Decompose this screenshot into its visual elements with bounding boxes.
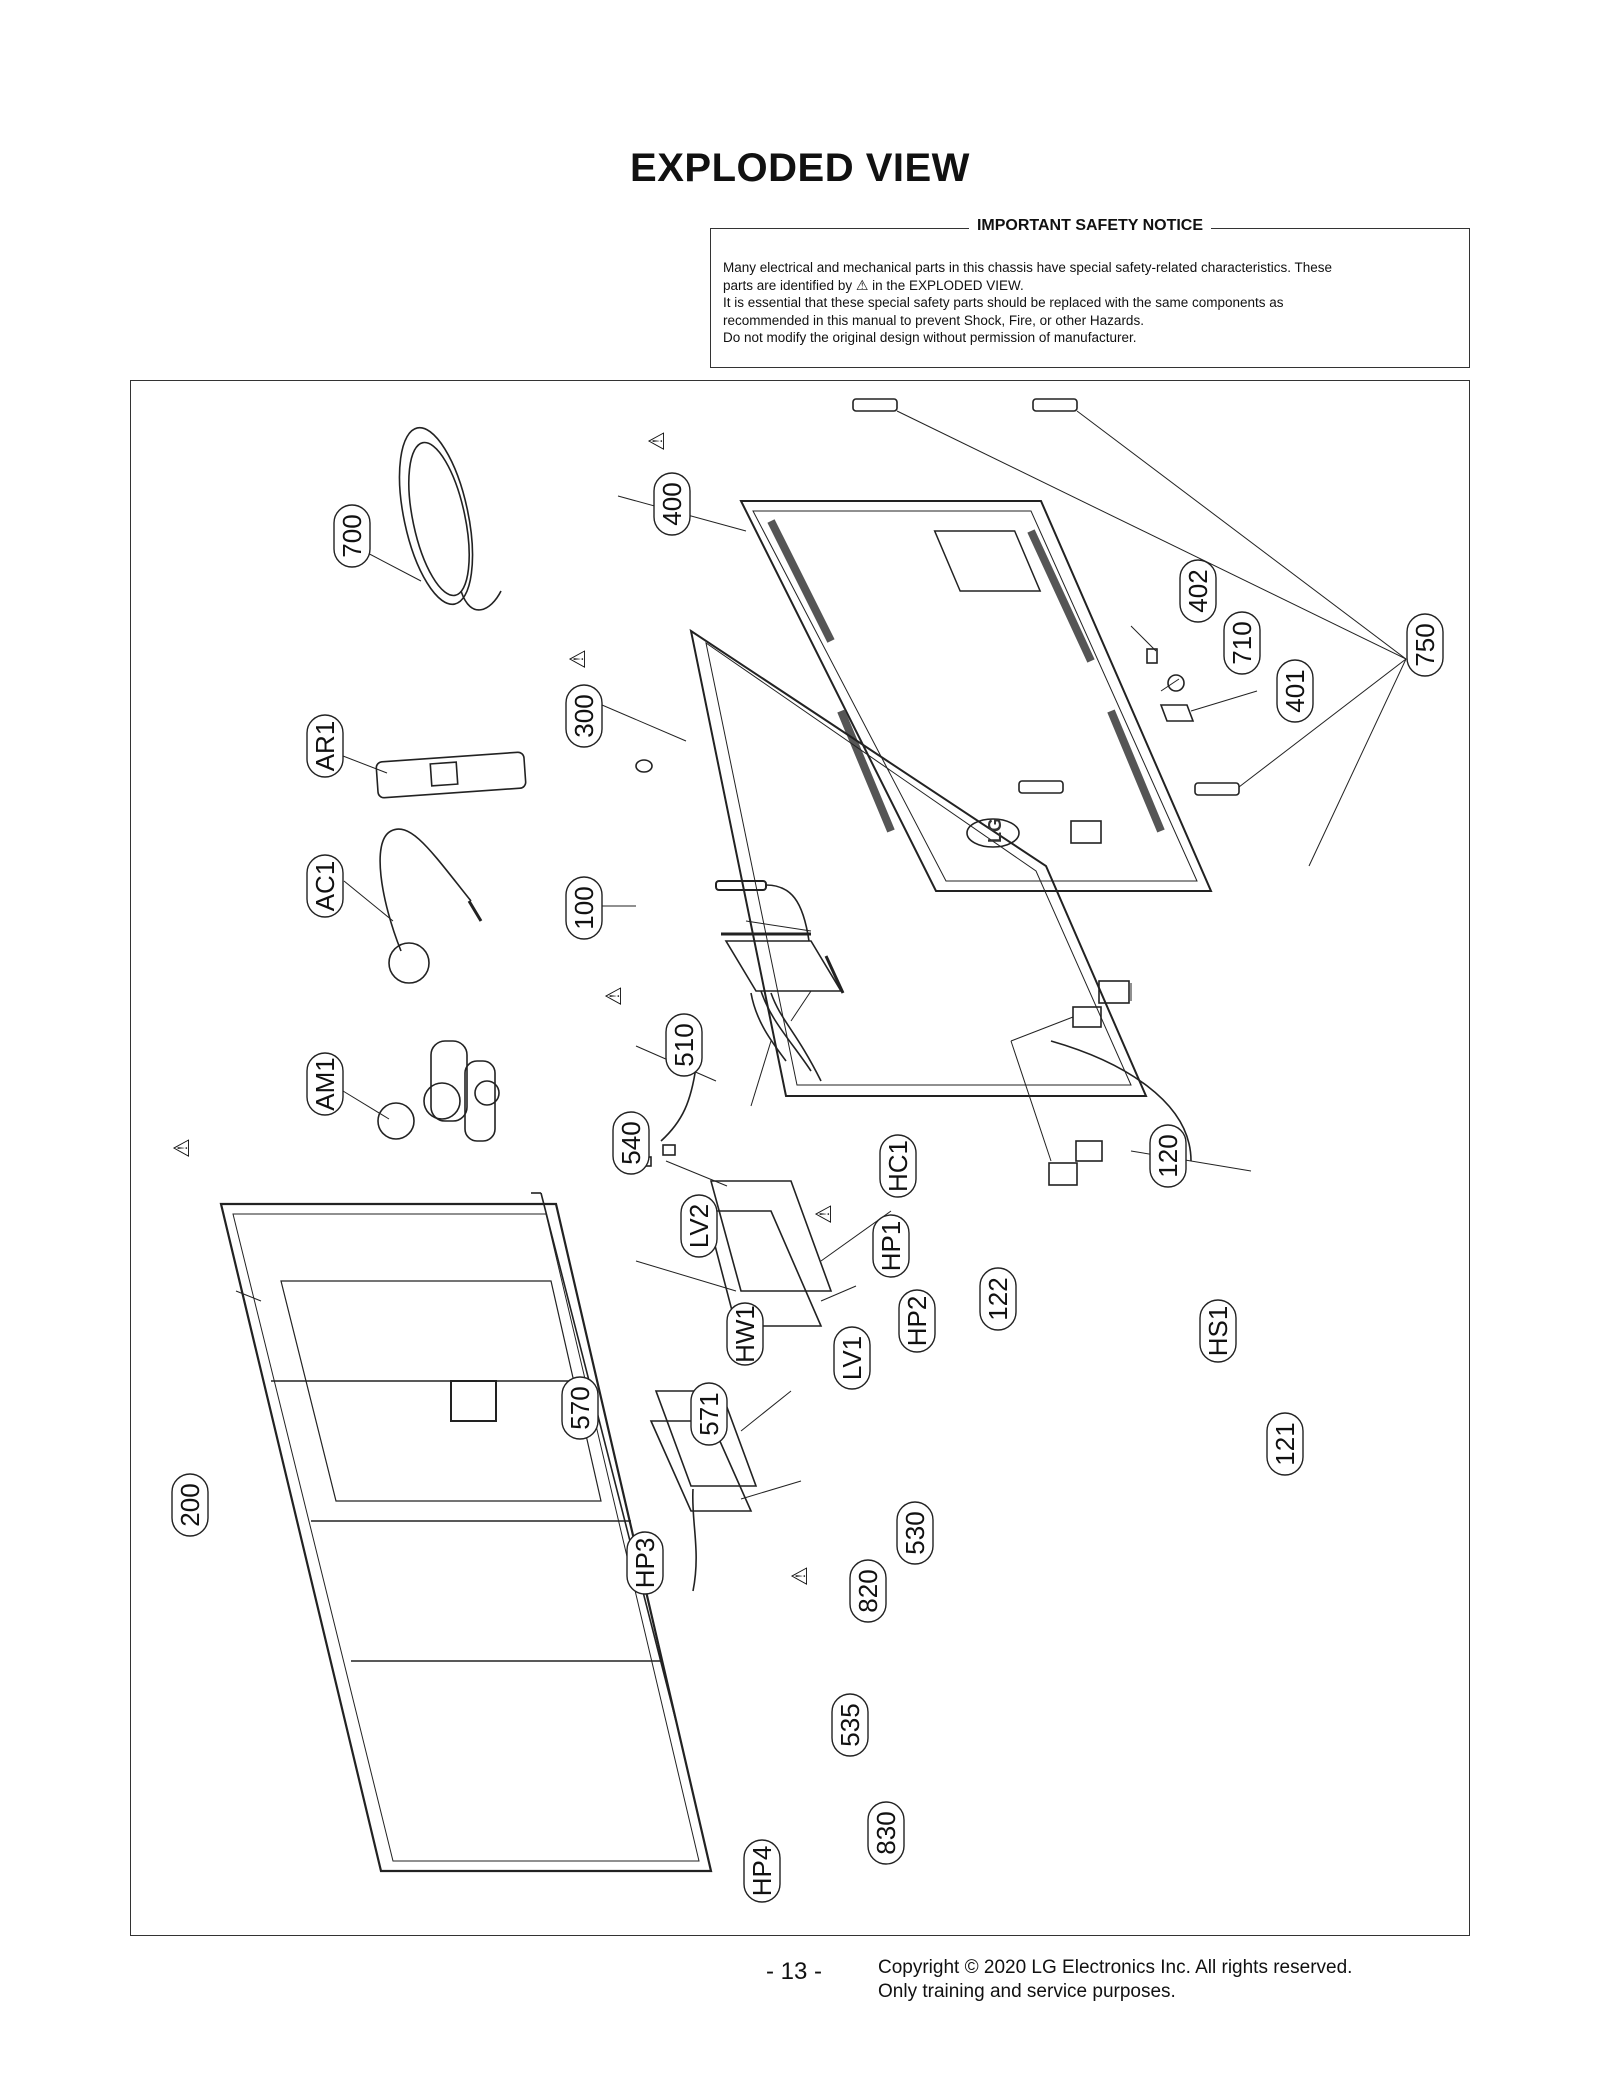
callout-710: 710	[1223, 611, 1261, 675]
callout-label: 530	[900, 1511, 930, 1554]
callout-label: HP1	[876, 1221, 906, 1272]
safety-notice-heading: IMPORTANT SAFETY NOTICE	[968, 217, 1212, 234]
callout-label: 401	[1280, 669, 1310, 712]
warning-triangle-icon: ⚠	[811, 1204, 836, 1224]
callout-830: 830	[867, 1801, 905, 1865]
callout-label: HC1	[883, 1140, 913, 1192]
callout-label: 121	[1270, 1422, 1300, 1465]
footer-copyright: Copyright © 2020 LG Electronics Inc. All…	[878, 1956, 1352, 2004]
remote-control-drawing	[375, 751, 527, 799]
callout-750: 750	[1406, 613, 1444, 677]
callout-HP3: HP3	[626, 1531, 664, 1595]
page-title: EXPLODED VIEW	[630, 146, 970, 190]
warning-triangle-icon: ⚠	[644, 431, 669, 451]
copyright-line: Copyright © 2020 LG Electronics Inc. All…	[878, 1957, 1353, 1978]
callout-HS1: HS1	[1199, 1299, 1237, 1363]
callout-571: 571	[690, 1382, 728, 1446]
callout-535: 535	[831, 1693, 869, 1757]
notice-line: It is essential that these special safet…	[723, 295, 1284, 310]
callout-label: AC1	[310, 861, 340, 912]
callout-label: LV1	[837, 1336, 867, 1380]
notice-line: Many electrical and mechanical parts in …	[723, 260, 1333, 275]
callout-400: 400	[653, 472, 691, 536]
notice-line: Do not modify the original design withou…	[723, 330, 1137, 345]
callout-AM1: AM1	[306, 1052, 344, 1116]
warning-triangle-icon: ⚠	[787, 1566, 812, 1586]
callout-label: 571	[694, 1392, 724, 1435]
callout-label: 820	[853, 1569, 883, 1612]
warning-triangle-icon: ⚠	[565, 649, 590, 669]
callout-820: 820	[849, 1559, 887, 1623]
purpose-line: Only training and service purposes.	[878, 1981, 1176, 2002]
callout-AR1: AR1	[306, 714, 344, 778]
callout-label: AR1	[310, 721, 340, 772]
callout-label: 402	[1183, 569, 1213, 612]
callout-label: 300	[569, 694, 599, 737]
callout-label: 122	[983, 1277, 1013, 1320]
page-number: - 13 -	[766, 1958, 823, 1985]
callout-label: LV2	[684, 1204, 714, 1248]
back-cover-drawing	[739, 500, 1213, 892]
callout-label: HP2	[902, 1296, 932, 1347]
callout-label: AM1	[310, 1057, 340, 1110]
callout-401: 401	[1276, 659, 1314, 723]
callout-label: HS1	[1203, 1306, 1233, 1357]
callout-121: 121	[1266, 1412, 1304, 1476]
stand-parts-drawing	[377, 1040, 500, 1142]
callout-label: 535	[835, 1703, 865, 1746]
callout-122: 122	[979, 1267, 1017, 1331]
callout-540: 540	[612, 1111, 650, 1175]
callout-402: 402	[1179, 559, 1217, 623]
callout-700: 700	[333, 504, 371, 568]
stand-clips-drawing	[852, 398, 1240, 796]
callout-HP2: HP2	[898, 1289, 936, 1353]
callout-label: 710	[1227, 621, 1257, 664]
callout-label: 570	[565, 1386, 595, 1429]
callout-120: 120	[1149, 1124, 1187, 1188]
notice-line: recommended in this manual to prevent Sh…	[723, 312, 1144, 328]
callout-LV1: LV1	[833, 1326, 871, 1390]
warning-triangle-icon: ⚠	[601, 986, 626, 1006]
notice-line: in the EXPLODED VIEW.	[872, 277, 1024, 293]
exploded-view-drawing: ⚠ ⚠ ⚠ ⚠ ⚠ ⚠ LG 700 AR1 AC1 AM1 400 300 1…	[169, 398, 1444, 1903]
callout-HC1: HC1	[879, 1134, 917, 1198]
callout-label: 700	[337, 514, 367, 557]
lg-logo: LG	[985, 818, 1005, 843]
power-cord-drawing	[398, 426, 502, 611]
callout-label: 830	[871, 1811, 901, 1854]
callout-label: HW1	[730, 1305, 760, 1363]
callout-100: 100	[565, 876, 603, 940]
callout-300: 300	[565, 684, 603, 748]
callout-label: 200	[175, 1483, 205, 1526]
callout-label: 510	[669, 1023, 699, 1066]
display-panel-drawing	[219, 1202, 713, 1873]
notice-line: parts are identified by	[723, 277, 853, 293]
callout-label: 120	[1153, 1134, 1183, 1177]
exploded-view-diagram: ⚠ ⚠ ⚠ ⚠ ⚠ ⚠ LG 700 AR1 AC1 AM1 400 300 1…	[130, 380, 1470, 1936]
callout-label: 100	[569, 886, 599, 929]
callout-label: HP4	[747, 1846, 777, 1897]
safety-notice-box: IMPORTANT SAFETY NOTICE Many electrical …	[710, 217, 1470, 368]
callout-AC1: AC1	[306, 854, 344, 918]
callout-570: 570	[561, 1376, 599, 1440]
safety-notice-body: Many electrical and mechanical parts in …	[723, 259, 1455, 347]
callout-label: 750	[1410, 623, 1440, 666]
callout-LV2: LV2	[680, 1194, 718, 1258]
callout-label: 540	[616, 1121, 646, 1164]
callout-530: 530	[896, 1501, 934, 1565]
callout-HP1: HP1	[872, 1214, 910, 1278]
callout-HP4: HP4	[743, 1839, 781, 1903]
warning-triangle-icon: ⚠	[169, 1138, 194, 1158]
callout-label: HP3	[630, 1538, 660, 1589]
callout-510: 510	[665, 1013, 703, 1077]
warning-triangle-icon: ⚠	[855, 276, 869, 293]
ir-cable-drawing	[379, 828, 483, 984]
callout-200: 200	[171, 1473, 209, 1537]
callout-label: 400	[657, 482, 687, 525]
leader-lines	[235, 410, 1407, 1500]
callout-HW1: HW1	[726, 1302, 764, 1366]
